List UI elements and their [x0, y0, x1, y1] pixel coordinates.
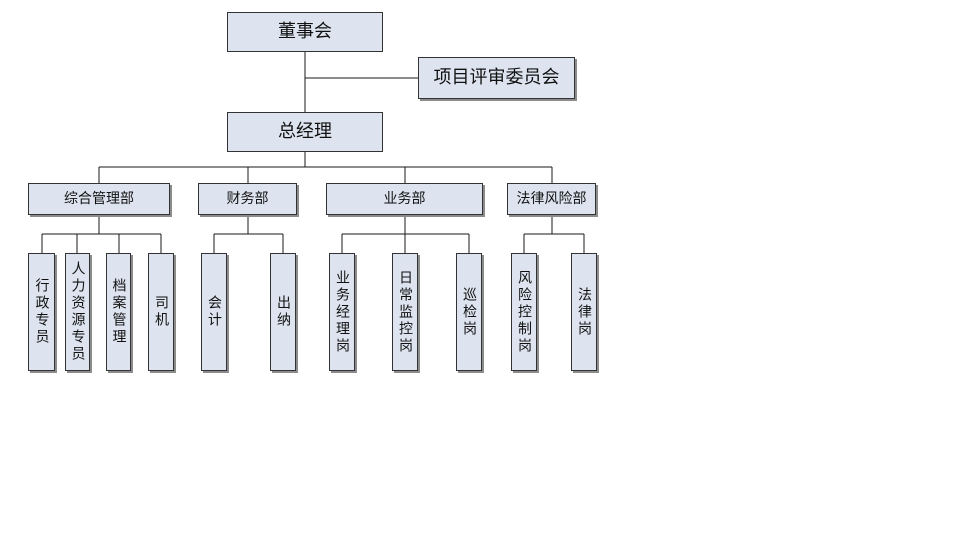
position-box: 业务经理岗	[329, 253, 355, 371]
position-box: 档案管理	[106, 253, 131, 371]
department-legal-risk: 法律风险部	[507, 183, 596, 215]
position-box: 司机	[148, 253, 174, 371]
committee-box: 项目评审委员会	[418, 57, 575, 99]
position-box: 巡检岗	[456, 253, 482, 371]
position-box: 法律岗	[571, 253, 597, 371]
position-box: 行政专员	[28, 253, 55, 371]
position-box: 会计	[201, 253, 227, 371]
position-box: 人力资源专员	[65, 253, 90, 371]
position-box: 风险控制岗	[511, 253, 537, 371]
general-manager-box: 总经理	[227, 112, 383, 152]
department-admin: 综合管理部	[28, 183, 170, 215]
department-business: 业务部	[326, 183, 483, 215]
position-box: 出纳	[270, 253, 296, 371]
board-box: 董事会	[227, 12, 383, 52]
position-box: 日常监控岗	[392, 253, 418, 371]
department-finance: 财务部	[198, 183, 297, 215]
